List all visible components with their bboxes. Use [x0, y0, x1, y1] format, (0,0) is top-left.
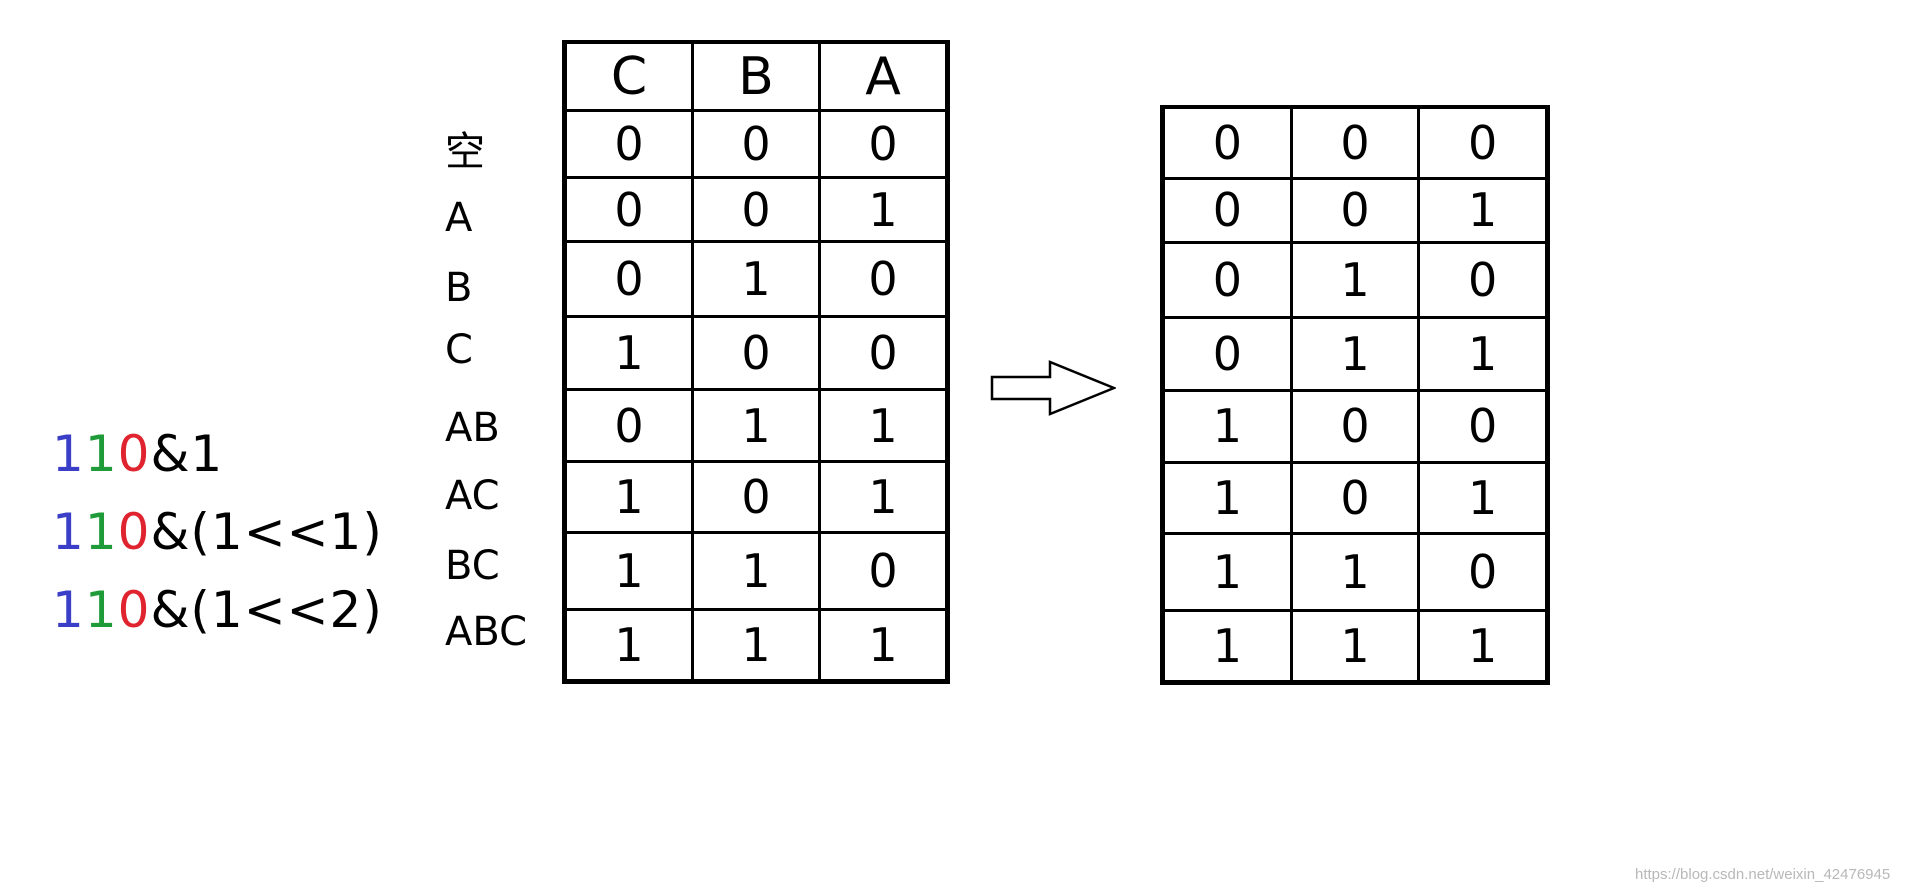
table-cell: 1: [561, 531, 695, 611]
table-cell: 1: [1417, 608, 1550, 685]
table-cell: 1: [1289, 315, 1421, 392]
table-row: 0 1 1: [1160, 315, 1550, 392]
table-cell: 0: [691, 109, 821, 179]
table-row: 1 0 0: [561, 315, 950, 391]
table-cell: 0: [818, 531, 950, 611]
formula-operator: &(1<<1): [150, 503, 383, 561]
table-cell: 0: [1417, 240, 1550, 319]
formula-3: 110&(1<<2): [52, 571, 382, 649]
table-cell: 1: [818, 388, 950, 463]
table-cell: 1: [818, 608, 950, 684]
table-row: 0 1 1: [561, 388, 950, 463]
row-label-ab: AB: [445, 405, 500, 451]
table-cell: 0: [818, 240, 950, 318]
table-cell: 1: [1289, 608, 1421, 685]
table-cell: 1: [1417, 315, 1550, 392]
table-cell: 0: [1289, 105, 1421, 180]
header-b: B: [691, 40, 821, 112]
subset-bit-table: C B A 0 0 0 0 0 1 0 1 0 1 0 0 0 1 1 1 0 …: [561, 40, 950, 684]
formula-digit: 0: [117, 581, 151, 639]
formula-digit: 1: [84, 503, 118, 561]
table-cell: 1: [691, 240, 821, 318]
table-cell: 1: [561, 608, 695, 684]
table-cell: 1: [691, 531, 821, 611]
table-row: 1 0 0: [1160, 388, 1550, 464]
table-cell: 0: [1289, 388, 1421, 464]
table-row: 1 0 1: [1160, 460, 1550, 535]
table-cell: 0: [1417, 105, 1550, 180]
table-row: 0 0 1: [561, 176, 950, 243]
table-cell: 1: [818, 176, 950, 243]
table-cell: 0: [1289, 176, 1421, 244]
table-cell: 0: [818, 315, 950, 391]
table-cell: 1: [1417, 460, 1550, 535]
table-row: 0 1 0: [561, 240, 950, 318]
row-label-bc: BC: [445, 543, 500, 589]
table-cell: 0: [1289, 460, 1421, 535]
table-row: 0 0 0: [561, 109, 950, 179]
formula-operator: &1: [150, 425, 224, 483]
row-label-ac: AC: [445, 473, 500, 519]
table-cell: 0: [561, 176, 695, 243]
table-cell: 0: [691, 460, 821, 534]
table-cell: 0: [1160, 240, 1293, 319]
header-a: A: [818, 40, 950, 112]
row-label-empty: 空: [445, 129, 485, 175]
table-row: 1 1 1: [561, 608, 950, 684]
watermark-url: https://blog.csdn.net/weixin_42476945: [1635, 866, 1891, 883]
table-cell: 0: [691, 315, 821, 391]
table-cell: 1: [1160, 531, 1293, 612]
table-cell: 1: [691, 608, 821, 684]
table-row: 1 1 0: [561, 531, 950, 611]
formula-1: 110&1: [52, 415, 372, 493]
formula-digit: 1: [52, 425, 85, 483]
table-cell: 1: [1289, 240, 1421, 319]
table-header-row: C B A: [561, 40, 950, 112]
table-row: 1 1 1: [1160, 608, 1550, 685]
table-row: 1 1 0: [1160, 531, 1550, 612]
header-c: C: [561, 40, 695, 112]
formula-2: 110&(1<<1): [52, 493, 382, 571]
table-cell: 0: [561, 240, 695, 318]
sorted-bit-table: 0 0 0 0 0 1 0 1 0 0 1 1 1 0 0 1 0 1 1 1 …: [1160, 105, 1550, 685]
table-row: 0 0 0: [1160, 105, 1550, 180]
table-cell: 0: [561, 388, 695, 463]
table-cell: 1: [1160, 388, 1293, 464]
formula-digit: 1: [84, 425, 118, 483]
table-cell: 1: [1160, 460, 1293, 535]
formula-digit: 0: [117, 425, 151, 483]
bitmask-formulas: 110&1 110&(1<<1) 110&(1<<2): [52, 415, 382, 649]
table-cell: 1: [561, 460, 695, 534]
table-row: 0 0 1: [1160, 176, 1550, 244]
table-cell: 0: [1417, 388, 1550, 464]
table-cell: 1: [1160, 608, 1293, 685]
formula-operator: &(1<<2): [150, 581, 383, 639]
table-cell: 0: [1160, 105, 1293, 180]
formula-digit: 1: [84, 581, 118, 639]
table-row: 1 0 1: [561, 460, 950, 534]
table-cell: 0: [1160, 176, 1293, 244]
table-cell: 0: [1417, 531, 1550, 612]
row-label-a: A: [445, 195, 473, 241]
formula-digit: 0: [117, 503, 151, 561]
row-label-abc: ABC: [445, 609, 528, 655]
table-cell: 1: [561, 315, 695, 391]
table-cell: 0: [691, 176, 821, 243]
formula-digit: 1: [52, 581, 85, 639]
table-cell: 1: [1289, 531, 1421, 612]
table-cell: 1: [1417, 176, 1550, 244]
row-label-c: C: [445, 327, 473, 373]
row-label-b: B: [445, 265, 473, 311]
table-cell: 0: [1160, 315, 1293, 392]
table-cell: 0: [818, 109, 950, 179]
table-cell: 1: [691, 388, 821, 463]
table-row: 0 1 0: [1160, 240, 1550, 319]
right-arrow-icon: [990, 360, 1116, 416]
formula-digit: 1: [52, 503, 85, 561]
table-cell: 1: [818, 460, 950, 534]
table-cell: 0: [561, 109, 695, 179]
